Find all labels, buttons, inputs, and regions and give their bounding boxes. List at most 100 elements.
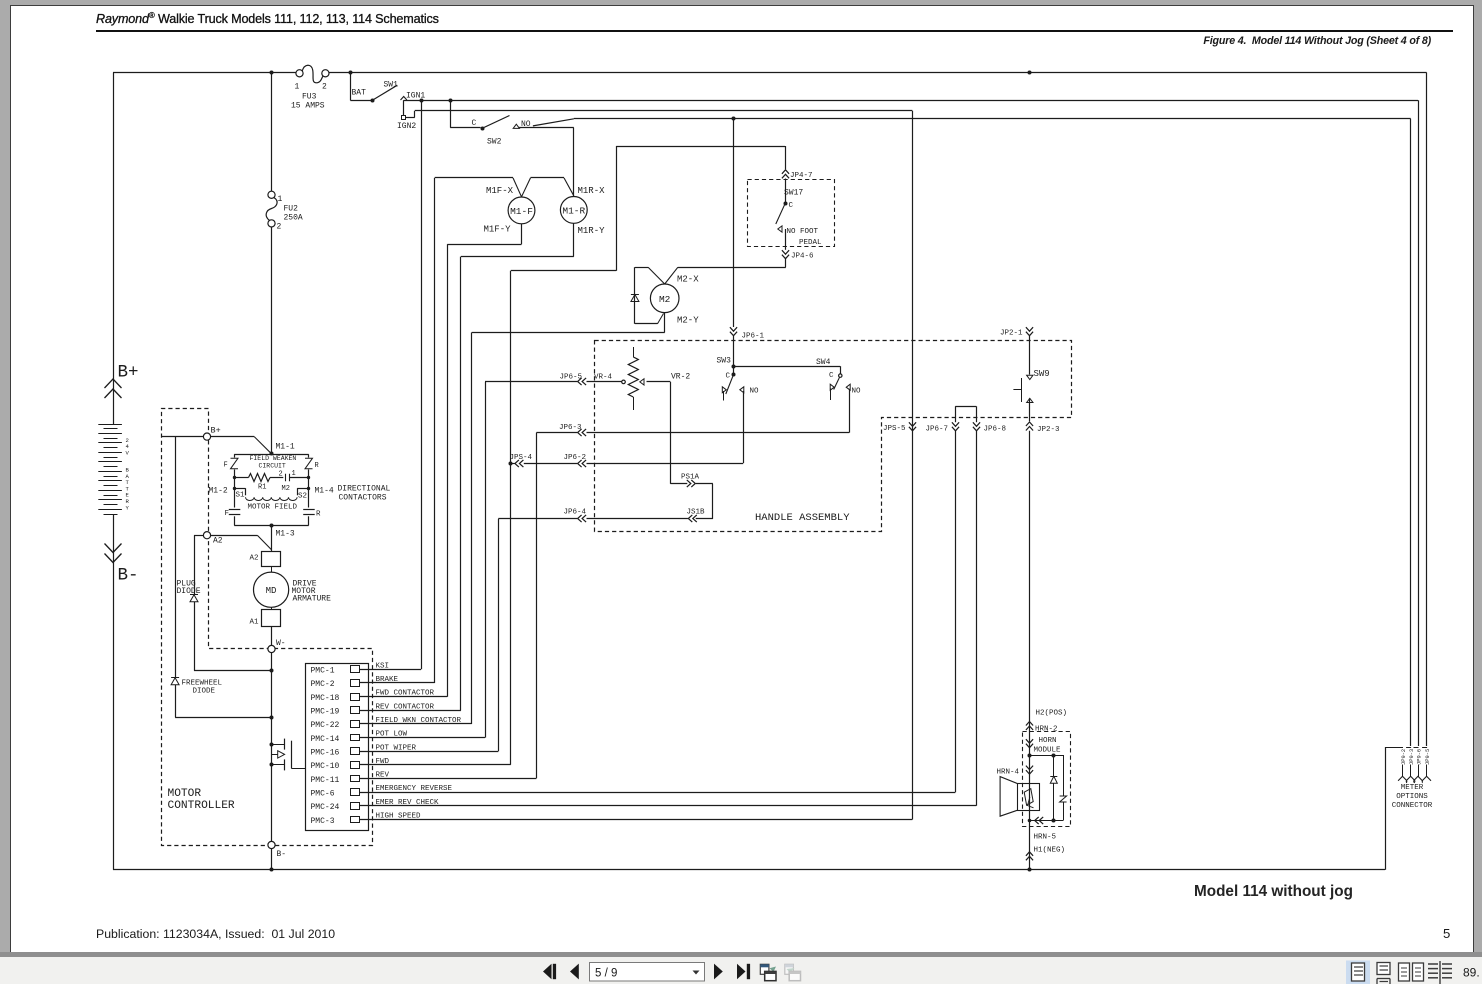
svg-text:SW4: SW4: [816, 358, 831, 367]
svg-text:JP6-8: JP6-8: [984, 426, 1007, 434]
svg-text:PMC-1: PMC-1: [311, 667, 335, 676]
svg-text:VR-2: VR-2: [671, 373, 690, 382]
svg-text:MD: MD: [266, 586, 277, 596]
svg-text:REV CONTACTOR: REV CONTACTOR: [376, 703, 435, 711]
svg-text:PLUG: PLUG: [177, 580, 196, 589]
svg-text:JP9-2: JP9-2: [1401, 749, 1407, 765]
svg-text:PMC-10: PMC-10: [311, 762, 340, 771]
svg-text:REV: REV: [376, 772, 390, 780]
svg-text:B+: B+: [211, 426, 221, 436]
svg-text:2: 2: [277, 223, 282, 232]
svg-text:JP9-6: JP9-6: [1416, 749, 1422, 765]
svg-text:250A: 250A: [284, 214, 303, 223]
svg-text:B+: B+: [118, 363, 139, 383]
svg-text:PMC-16: PMC-16: [311, 748, 340, 757]
svg-text:HIGH SPEED: HIGH SPEED: [376, 813, 422, 821]
svg-text:JP6-5: JP6-5: [560, 374, 583, 382]
svg-text:DIRECTIONAL: DIRECTIONAL: [338, 485, 391, 494]
svg-text:2: 2: [126, 437, 129, 444]
svg-text:MOTOR: MOTOR: [168, 788, 202, 800]
svg-text:C: C: [789, 202, 794, 210]
svg-text:PMC-11: PMC-11: [311, 776, 340, 785]
svg-text:F: F: [224, 462, 228, 470]
svg-text:PMC-3: PMC-3: [311, 817, 335, 826]
svg-text:FREEWHEEL: FREEWHEEL: [182, 680, 223, 688]
svg-text:T: T: [126, 485, 130, 492]
svg-text:PS1A: PS1A: [681, 474, 700, 482]
svg-text:SW2: SW2: [487, 138, 502, 147]
svg-text:M1F-X: M1F-X: [486, 186, 514, 196]
svg-text:JPS-5: JPS-5: [883, 425, 906, 433]
svg-text:PMC-22: PMC-22: [311, 721, 340, 730]
svg-text:HRN-2: HRN-2: [1035, 726, 1058, 734]
svg-text:5 / 9: 5 / 9: [595, 968, 617, 980]
svg-text:E: E: [126, 492, 130, 499]
svg-text:JP9-3: JP9-3: [1409, 749, 1415, 765]
svg-text:M2-X: M2-X: [677, 275, 699, 285]
svg-text:HRN-4: HRN-4: [997, 769, 1020, 777]
svg-text:JP6-3: JP6-3: [559, 424, 582, 432]
svg-text:NO FOOT: NO FOOT: [787, 228, 819, 236]
svg-text:R: R: [315, 462, 320, 470]
svg-text:HRN-5: HRN-5: [1034, 834, 1057, 842]
svg-text:15 AMPS: 15 AMPS: [291, 102, 325, 111]
svg-text:MODULE: MODULE: [1034, 746, 1062, 754]
svg-text:NO: NO: [852, 388, 862, 396]
svg-text:M1-F: M1-F: [510, 206, 533, 217]
svg-text:M1R-Y: M1R-Y: [578, 226, 606, 236]
svg-text:CONTROLLER: CONTROLLER: [168, 800, 235, 812]
svg-text:R1: R1: [258, 484, 266, 492]
svg-text:PMC-18: PMC-18: [311, 694, 340, 703]
svg-text:B: B: [126, 467, 130, 474]
svg-text:DRIVE: DRIVE: [293, 580, 317, 589]
svg-text:FIELD WEAKEN: FIELD WEAKEN: [250, 455, 297, 462]
svg-text:M1F-Y: M1F-Y: [484, 225, 512, 235]
svg-text:2: 2: [279, 471, 283, 479]
svg-text:EMER REV CHECK: EMER REV CHECK: [376, 799, 440, 807]
svg-text:JPS-4: JPS-4: [510, 454, 533, 462]
svg-text:CIRCUIT: CIRCUIT: [259, 462, 286, 469]
svg-text:R: R: [316, 511, 321, 519]
svg-text:M1-4: M1-4: [315, 487, 334, 496]
svg-text:ARMATURE: ARMATURE: [293, 595, 332, 604]
svg-text:89.: 89.: [1463, 966, 1480, 980]
svg-text:1: 1: [295, 83, 300, 92]
svg-text:PMC-6: PMC-6: [311, 789, 335, 798]
svg-text:W-: W-: [276, 639, 286, 648]
svg-text:A1: A1: [250, 619, 260, 627]
svg-text:IGN1: IGN1: [406, 92, 425, 101]
svg-text:HORN: HORN: [1039, 737, 1057, 745]
svg-text:JP6-1: JP6-1: [742, 333, 765, 341]
svg-text:HANDLE ASSEMBLY: HANDLE ASSEMBLY: [755, 512, 850, 524]
svg-text:1: 1: [292, 470, 296, 478]
svg-text:JP6-2: JP6-2: [564, 454, 587, 462]
svg-text:C: C: [726, 373, 731, 381]
svg-text:2: 2: [322, 83, 327, 92]
svg-text:POT WIPER: POT WIPER: [376, 744, 417, 752]
svg-text:FWD: FWD: [376, 758, 390, 766]
svg-text:A2: A2: [250, 555, 259, 563]
svg-text:EMERGENCY REVERSE: EMERGENCY REVERSE: [376, 785, 453, 793]
svg-text:T: T: [126, 479, 130, 486]
svg-text:PMC-2: PMC-2: [311, 680, 335, 689]
svg-text:M2-Y: M2-Y: [677, 315, 699, 325]
svg-text:SW3: SW3: [717, 357, 732, 366]
svg-text:POT LOW: POT LOW: [376, 731, 408, 739]
svg-text:M2: M2: [282, 485, 290, 493]
svg-text:PMC-19: PMC-19: [311, 707, 340, 716]
svg-text:MOTOR FIELD: MOTOR FIELD: [248, 504, 298, 512]
svg-text:FU3: FU3: [302, 93, 317, 102]
svg-text:JP6-4: JP6-4: [564, 509, 587, 517]
svg-text:B-: B-: [118, 566, 139, 586]
svg-text:JP9-5: JP9-5: [1425, 749, 1431, 765]
svg-text:C: C: [472, 119, 477, 128]
svg-text:M1-1: M1-1: [276, 443, 295, 452]
svg-text:H1(NEG): H1(NEG): [1034, 847, 1066, 855]
svg-text:1: 1: [278, 195, 283, 204]
svg-text:Y: Y: [126, 504, 130, 511]
svg-text:SW1: SW1: [384, 81, 399, 90]
svg-text:A: A: [126, 473, 130, 480]
svg-text:FWD CONTACTOR: FWD CONTACTOR: [376, 690, 435, 698]
svg-text:SW17: SW17: [784, 189, 803, 198]
svg-text:A2: A2: [213, 537, 223, 546]
